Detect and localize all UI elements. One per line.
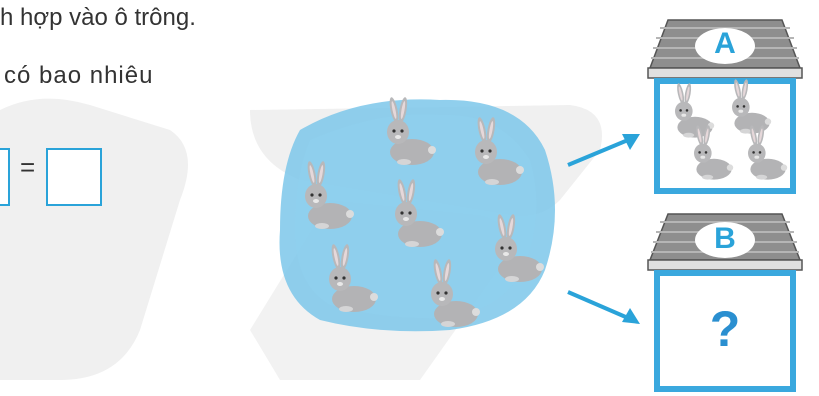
house-b-label: B	[695, 222, 755, 256]
question-mark: ?	[695, 300, 755, 358]
house-a-label: A	[695, 27, 755, 61]
